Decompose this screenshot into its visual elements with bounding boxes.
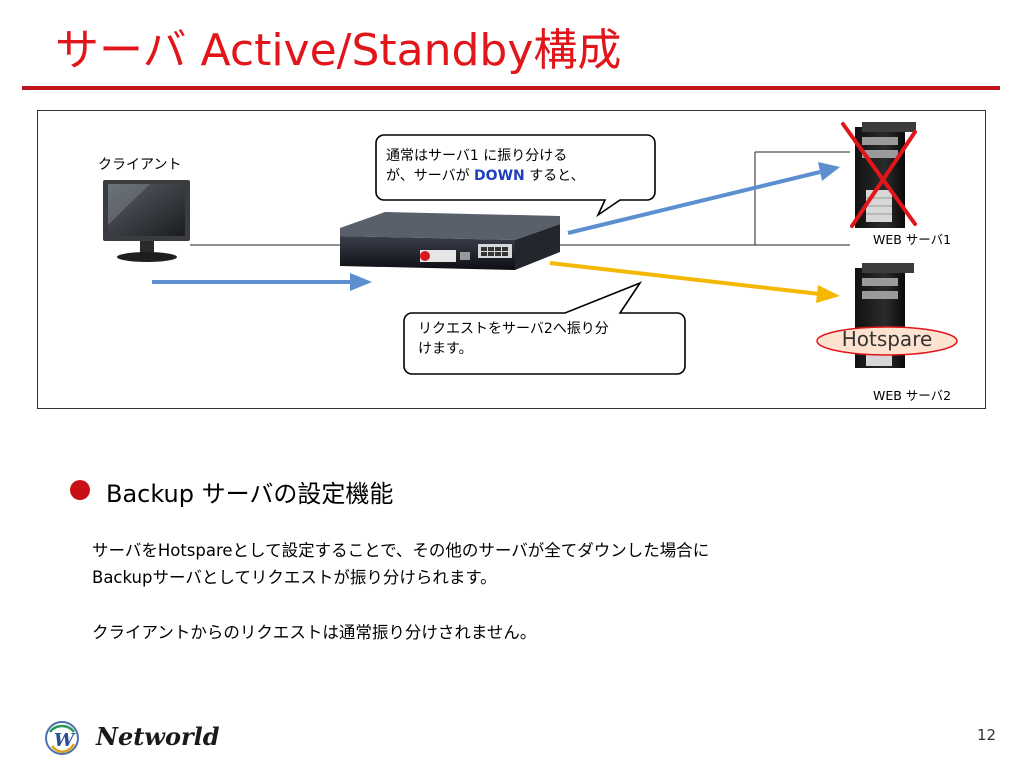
callout-bottom-bubble [403,281,686,375]
connection-lines [190,151,850,246]
body-line-2: Backupサーバとしてリクエストが振り分けられます。 [92,568,497,587]
load-balancer-icon [340,212,560,270]
callout-top-line2-start: が、サーバが [386,168,470,184]
page-number: 12 [977,726,997,744]
client-label: クライアント [98,157,182,173]
ethernet-ports-icon [478,244,512,258]
networld-logo-text: Networld [96,722,220,751]
server2-label: WEB サーバ2 [873,388,952,403]
callout-bottom-line2: けます。 [418,341,473,357]
client-request-arrow [152,273,372,291]
server1-label: WEB サーバ1 [873,232,952,247]
callout-top-bubble [375,134,656,218]
callout-top-text: 通常はサーバ1 に振り分ける が、サーバが DOWN すると、 [386,146,585,186]
callout-bottom-line1: リクエストをサーバ2へ振り分 [418,321,609,337]
section-heading: Backup サーバの設定機能 [106,480,394,508]
slide-title: サーバ Active/Standby構成 [55,25,622,76]
body-line-3: クライアントからのリクエストは通常振り分けされません。 [92,623,537,642]
server-down-x-icon [841,122,917,228]
arrow-to-server1 [567,162,840,235]
svg-text:W: W [54,730,76,751]
networld-logo-icon: W [45,721,79,755]
arrow-to-server2 [549,261,840,303]
callout-top-line2-end: すると、 [529,168,585,184]
hotspare-label: Hotspare [841,327,933,351]
title-divider [22,86,1000,90]
callout-bottom-text: リクエストをサーバ2へ振り分 けます。 [418,319,609,359]
callout-top-line2: が、サーバが DOWN すると、 [386,166,585,186]
callout-top-line1: 通常はサーバ1 に振り分ける [386,148,568,164]
client-monitor-icon [103,180,190,262]
body-line-1: サーバをHotspareとして設定することで、その他のサーバが全てダウンした場合… [92,541,710,560]
bullet-icon [70,480,90,500]
hotspare-badge [816,326,958,356]
down-keyword: DOWN [474,168,525,184]
